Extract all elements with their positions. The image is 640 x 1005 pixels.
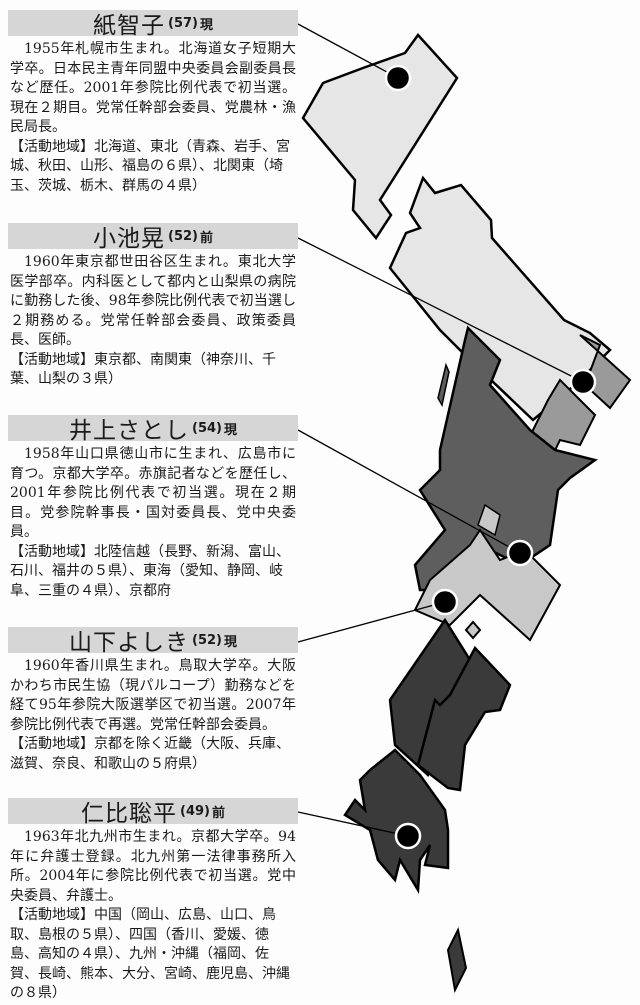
profile-card: 井上さとし (54) 現 1958年山口県徳山市に生まれ、広島市に育つ。京都大学… (8, 415, 298, 601)
map-kyoto (477, 503, 501, 537)
candidate-bio: 1955年札幌市生まれ。北海道女子短期大学卒。日本民主青年同盟中央委員会副委員長… (10, 41, 296, 135)
marker-dot-chubu (506, 539, 534, 567)
map-chugoku (388, 617, 472, 777)
candidate-name: 紙智子 (93, 13, 165, 39)
candidate-bio: 1958年山口県徳山市に生まれ、広島市に育つ。京都大学卒。赤旗記者などを歴任し、… (10, 446, 296, 540)
map-kinki (413, 528, 562, 642)
name-bar: 仁比聡平 (49) 前 (8, 798, 298, 827)
marker-dot-hokkaido (384, 64, 412, 92)
marker-dot-kinki (431, 588, 459, 616)
candidate-status: 前 (211, 805, 225, 821)
candidate-status: 現 (223, 422, 237, 438)
candidate-status: 前 (199, 230, 213, 246)
profile-card: 小池晃 (52) 前 1960年東京都世田谷区生まれ。東北大学医学部卒。内科医と… (8, 223, 298, 390)
marker-dot-kyushu (394, 822, 422, 850)
candidate-name: 小池晃 (93, 226, 165, 252)
map-chubu (413, 325, 598, 592)
candidate-bio: 1963年北九州市生まれ。京都大学卒。94年に弁護士登録。北九州第一法律事務所入… (10, 829, 296, 904)
candidate-status: 現 (199, 17, 213, 33)
name-bar: 井上さとし (54) 現 (8, 415, 298, 444)
candidate-name: 井上さとし (69, 418, 189, 444)
candidate-bio: 1960年東京都世田谷区生まれ。東北大学医学部卒。内科医として都内と山梨県の病院… (10, 254, 296, 348)
candidate-age: (57) (168, 15, 198, 31)
map-kyushu (343, 748, 450, 895)
map-island (464, 620, 482, 640)
profile-card: 仁比聡平 (49) 前 1963年北九州市生まれ。京都大学卒。94年に弁護士登録… (8, 798, 298, 1004)
map-okinawa (446, 926, 468, 994)
candidate-age: (52) (192, 632, 222, 648)
map-tohoku (388, 175, 612, 422)
name-bar: 紙智子 (57) 現 (8, 10, 298, 39)
candidate-age: (49) (180, 803, 210, 819)
name-bar: 山下よしき (52) 現 (8, 627, 298, 656)
candidate-age: (54) (192, 420, 222, 436)
activity-region: 【活動地域】北陸信越（長野、新潟、富山、石川、福井の５県）、東海（愛知、静岡、岐… (10, 543, 290, 599)
activity-region: 【活動地域】北海道、東北（青森、岩手、宮城、秋田、山形、福島の６県）、北関東（埼… (10, 138, 290, 194)
marker-dot-tokyo (569, 368, 597, 396)
activity-region: 【活動地域】京都を除く近畿（大阪、兵庫、滋賀、奈良、和歌山の５府県） (10, 736, 290, 772)
activity-region: 【活動地域】中国（岡山、広島、山口、鳥取、島根の５県）、四国（香川、愛媛、徳島、… (10, 907, 290, 1001)
candidate-bio: 1960年香川県生まれ。鳥取大学卒。大阪かわち市民生協（現パルコープ）勤務などを… (10, 658, 296, 733)
profile-card: 山下よしき (52) 現 1960年香川県生まれ。鳥取大学卒。大阪かわち市民生協… (8, 627, 298, 774)
map-minami-kanto-2 (526, 378, 597, 467)
candidate-name: 仁比聡平 (81, 801, 177, 827)
activity-region: 【活動地域】東京都、南関東（神奈川、千葉、山梨の３県） (10, 351, 276, 388)
map-shikoku (416, 645, 512, 792)
candidate-status: 現 (223, 634, 237, 650)
name-bar: 小池晃 (52) 前 (8, 223, 298, 252)
profile-card: 紙智子 (57) 現 1955年札幌市生まれ。北海道女子短期大学卒。日本民主青年… (8, 10, 298, 196)
map-minami-kanto (579, 334, 632, 410)
map-sado (437, 362, 450, 408)
map-hokkaido (301, 33, 459, 241)
candidate-name: 山下よしき (69, 630, 189, 656)
candidate-age: (52) (168, 228, 198, 244)
